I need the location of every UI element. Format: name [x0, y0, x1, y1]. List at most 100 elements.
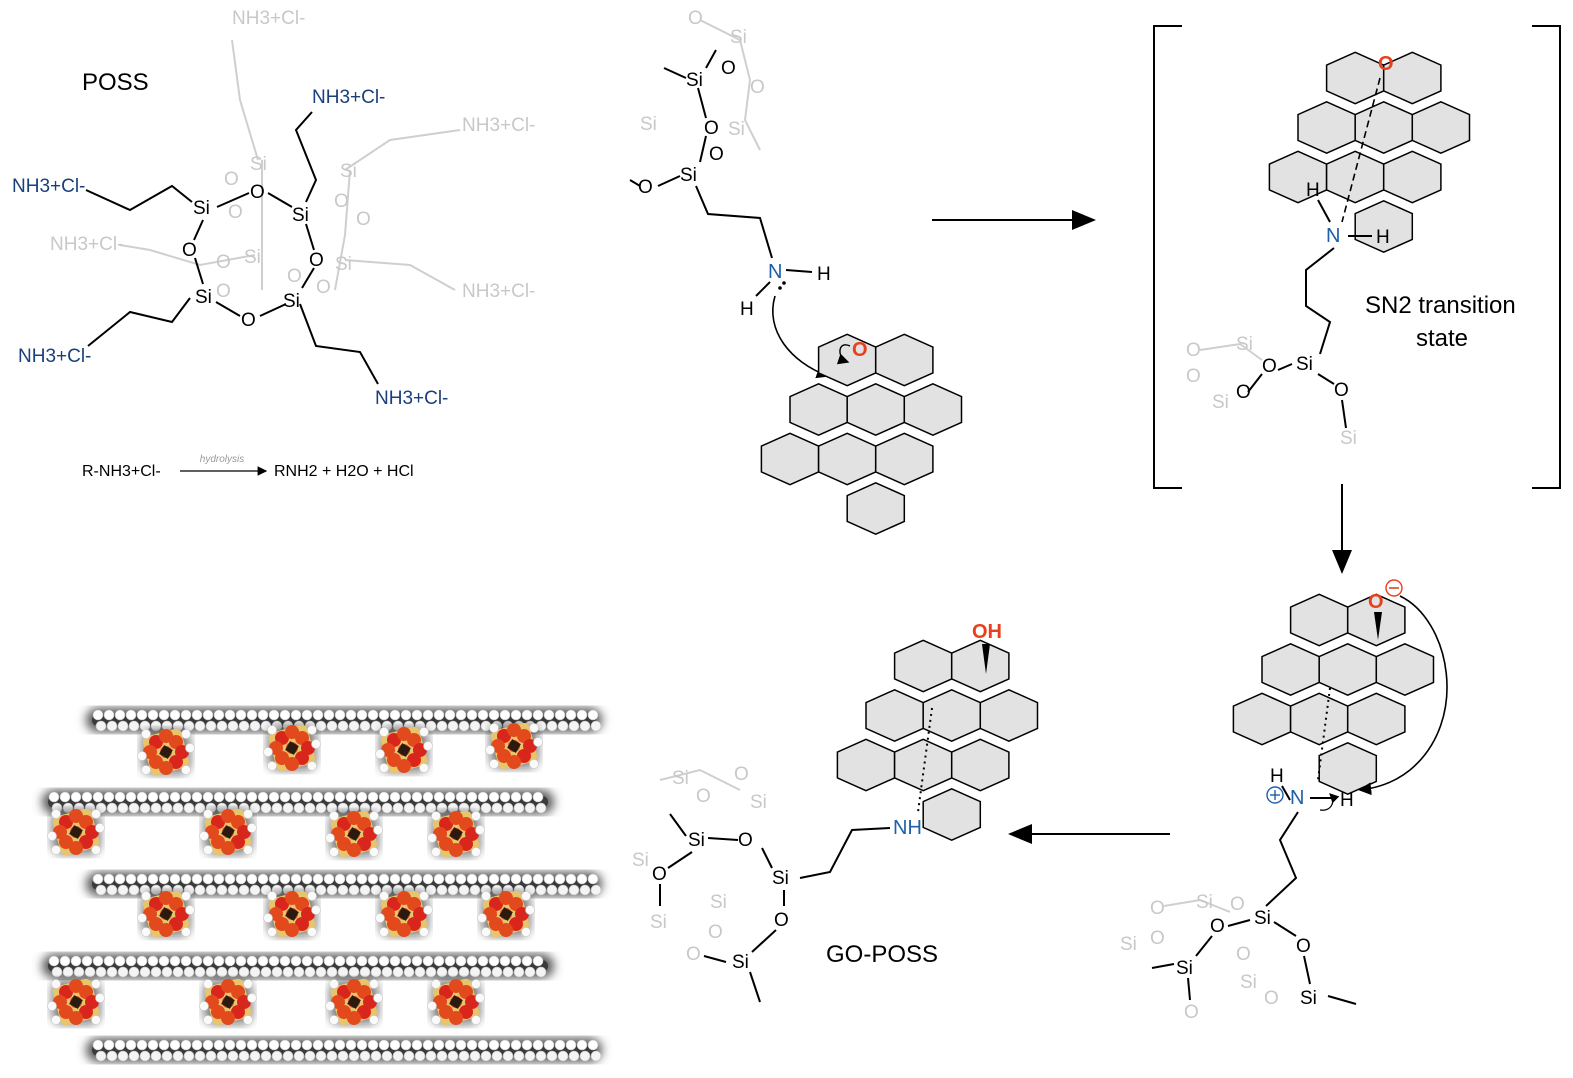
carbon-atom [466, 791, 478, 803]
hydrogen-atom [141, 927, 151, 937]
carbon-atom [150, 1050, 162, 1062]
carbon-atom [524, 966, 536, 978]
graphene-ring [1289, 593, 1349, 647]
go-poss-label: GO-POSS [826, 941, 938, 968]
hydrogen-atom [263, 747, 273, 757]
carbon-atom [334, 791, 346, 803]
carbon-atom [70, 791, 82, 803]
hydrogen-atom [471, 1015, 481, 1025]
carbon-atom [348, 1050, 360, 1062]
hydrogen-atom [91, 845, 101, 855]
carbon-atom [477, 709, 489, 721]
carbon-atom [356, 791, 368, 803]
carbon-atom [103, 955, 115, 967]
o-chain-4: O [638, 177, 653, 198]
carbon-atom [334, 1039, 346, 1051]
hydrogen-atom [247, 823, 257, 833]
carbon-atom [257, 791, 269, 803]
hydrogen-atom [267, 927, 277, 937]
carbon-atom [238, 1050, 250, 1062]
si-atom-4: Si [283, 291, 300, 312]
hydrogen-atom [419, 891, 429, 901]
hydrogen-atom [475, 993, 485, 1003]
poss-structure: POSS NH3+Cl- NH3+Cl- NH3+Cl- NH3+Cl- Si … [12, 8, 535, 480]
faded-o-b: O [750, 77, 765, 98]
carbon-atom [268, 791, 280, 803]
carbon-atom [433, 955, 445, 967]
hydrogen-atom [373, 825, 383, 835]
carbon-atom [433, 1039, 445, 1051]
carbon-atom [271, 1050, 283, 1062]
hydrogen-atom [263, 913, 273, 923]
carbon-atom [568, 720, 580, 732]
carbon-atom [191, 955, 203, 967]
oxygen-atom [221, 1011, 235, 1025]
graphene-ring [1232, 692, 1292, 746]
carbon-atom [535, 884, 547, 896]
zw-faded-o2: O [1230, 894, 1245, 915]
hydrogen-atom [427, 1001, 437, 1011]
oxygen-atom [449, 811, 463, 825]
carbon-atom [301, 791, 313, 803]
carbon-atom [510, 791, 522, 803]
faded-o-1: O [224, 169, 239, 190]
carbon-atom [444, 791, 456, 803]
carbon-atom [169, 955, 181, 967]
carbon-atom [502, 966, 514, 978]
hydrogen-atom [311, 905, 321, 915]
hydrogen-atom [91, 1015, 101, 1025]
carbon-atom [216, 884, 228, 896]
carbon-atom [95, 884, 107, 896]
carbon-atom [455, 873, 467, 885]
hydrogen-atom [329, 847, 339, 857]
o-chain-2: O [704, 118, 719, 139]
prod-o-1: O [738, 830, 753, 851]
carbon-atom [106, 802, 118, 814]
carbon-atom [114, 791, 126, 803]
carbon-atom [235, 873, 247, 885]
carbon-atom [414, 966, 426, 978]
prod-faded-si1: Si [672, 768, 689, 789]
carbon-atom [535, 802, 547, 814]
carbon-atom [290, 791, 302, 803]
carbon-atom [554, 1039, 566, 1051]
zw-si-1: Si [1254, 908, 1271, 929]
carbon-atom [224, 1039, 236, 1051]
carbon-atom [315, 802, 327, 814]
carbon-atom [568, 884, 580, 896]
carbon-atom [565, 1039, 577, 1051]
hydrolysis-product: RNH2 + H2O + HCl [274, 463, 414, 480]
carbon-atom [194, 802, 206, 814]
hydrogen-atom [243, 809, 253, 819]
carbon-atom [158, 1039, 170, 1051]
faded-si-1: Si [250, 154, 267, 175]
carbon-atom [227, 884, 239, 896]
oxygen-atom [347, 811, 361, 825]
carbon-atom [257, 709, 269, 721]
hydrogen-atom [475, 825, 485, 835]
carbon-atom [455, 709, 467, 721]
carbon-atom [191, 709, 203, 721]
carbon-atom [513, 1050, 525, 1062]
carbon-atom [213, 873, 225, 885]
graphene-ring [1346, 692, 1406, 746]
hydrogen-atom [419, 927, 429, 937]
carbon-atom [224, 791, 236, 803]
hydrogen-atom [369, 1015, 379, 1025]
graphene-ring [893, 738, 953, 792]
hydrogen-atom [199, 831, 209, 841]
carbon-atom [216, 720, 228, 732]
carbon-atom [290, 873, 302, 885]
carbon-atom [576, 1039, 588, 1051]
poss-cage-icon [477, 890, 535, 938]
hydrogen-atom [529, 723, 539, 733]
o-atom-1: O [250, 182, 265, 203]
graphene-ring [760, 432, 820, 486]
carbon-atom [246, 791, 258, 803]
o-atom-4: O [182, 240, 197, 261]
carbon-atom [183, 1050, 195, 1062]
hydrogen-atom [521, 927, 531, 937]
carbon-atom [73, 966, 85, 978]
carbon-atom [136, 1039, 148, 1051]
carbon-atom [51, 966, 63, 978]
